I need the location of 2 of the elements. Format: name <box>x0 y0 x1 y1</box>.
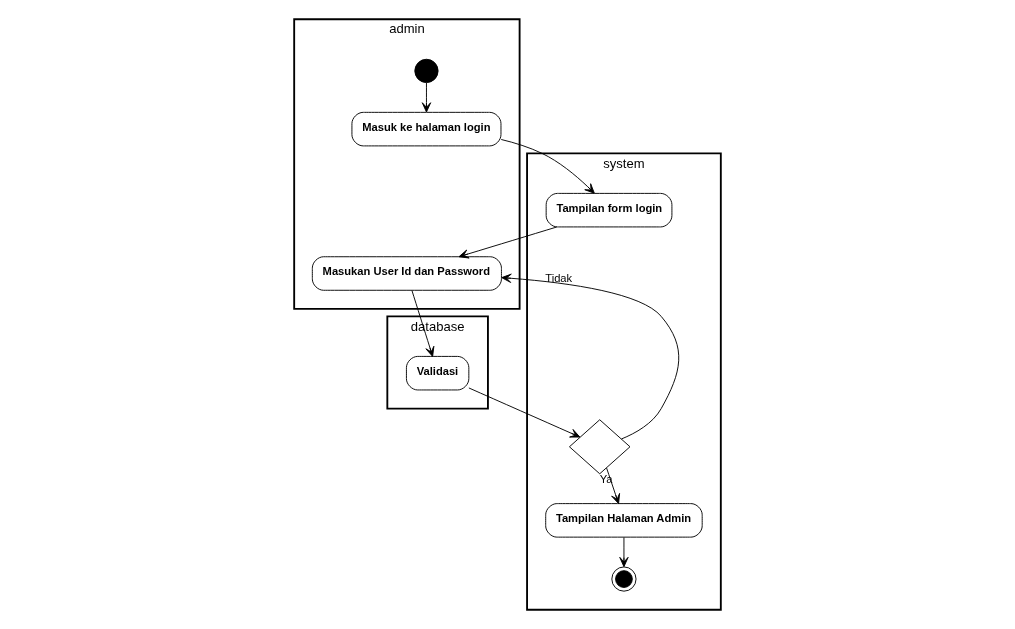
edge-label: Tidak <box>545 271 573 284</box>
edge-label: Ya <box>599 472 613 485</box>
